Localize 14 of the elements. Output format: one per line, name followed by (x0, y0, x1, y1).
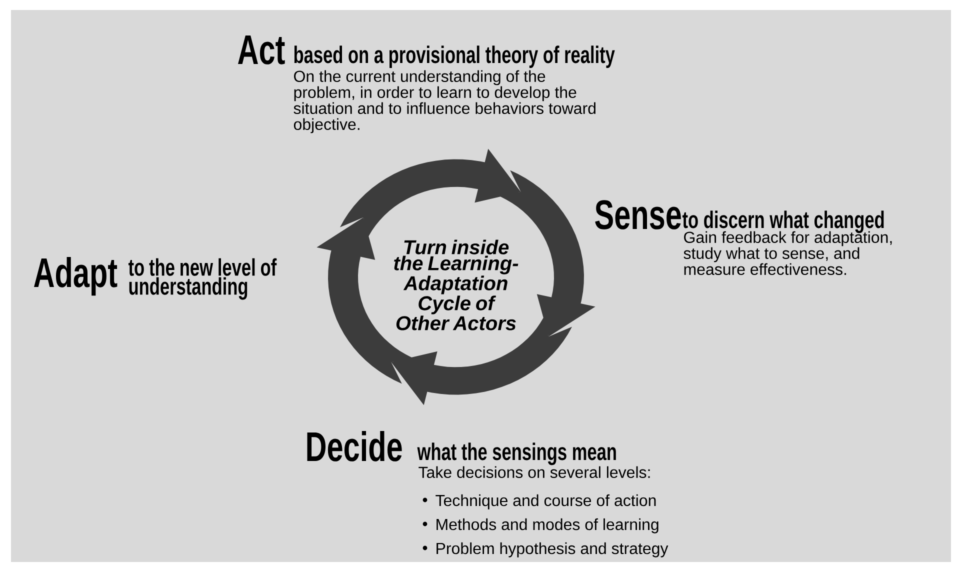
heading-text: what the sensings mean (417, 442, 616, 466)
heading-text: to the new level of understanding (128, 258, 277, 300)
heading-word: Act (238, 36, 285, 64)
body-text: Take decisions on several levels: (418, 466, 650, 478)
bullet-item: Problem hypothesis and strategy (436, 542, 668, 558)
bullet-item: Technique and course of action (436, 494, 656, 510)
center-text: Turn inside the Learning-Adaptation Cycle of Other Actors (394, 240, 518, 330)
body-text: Gain feedback for adaptation, study what to sense, and measure effectiveness. (684, 231, 892, 275)
body-text: On the current understanding of the problem, in order to learn to develop the situation and to influence behaviors toward objective. (294, 70, 596, 134)
heading-word: Adapt (34, 257, 118, 296)
heading-text: based on a provisional theory of reality (294, 46, 615, 68)
heading-word: Decide (307, 431, 402, 462)
bullet-item: Methods and modes of learning (436, 518, 658, 534)
heading-word: Sense (595, 200, 681, 230)
